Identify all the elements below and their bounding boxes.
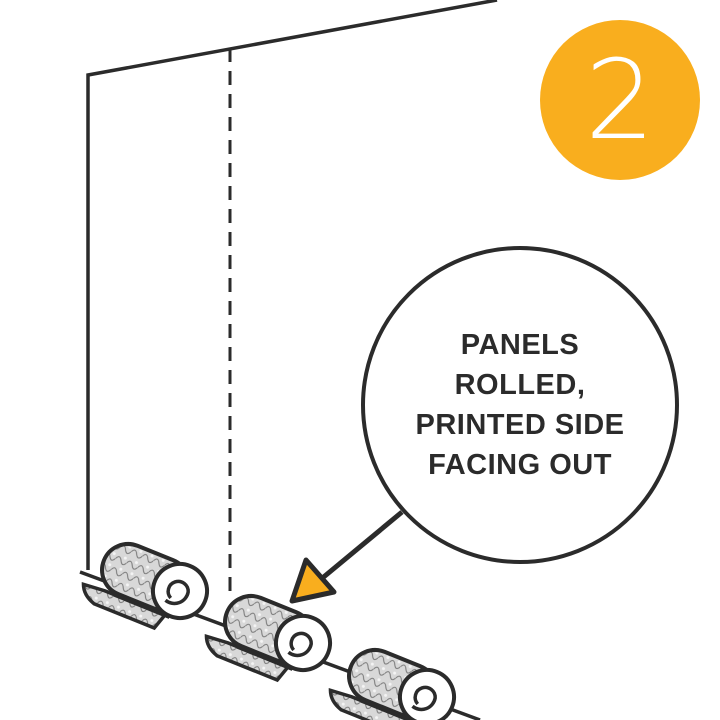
callout-bubble xyxy=(361,246,679,564)
callout-line: PRINTED SIDE xyxy=(415,409,625,441)
step-number: 2 xyxy=(585,36,655,164)
rolled-panel xyxy=(323,635,465,720)
rolled-panel xyxy=(76,529,218,644)
arrow-head-icon xyxy=(289,557,337,604)
step-badge xyxy=(540,20,700,180)
callout-text: PANELS ROLLED, PRINTED SIDE FACING OUT xyxy=(380,325,660,485)
callout-line: FACING OUT xyxy=(428,449,612,481)
callout-line: PANELS xyxy=(460,329,580,361)
callout-arrow-line xyxy=(318,510,404,582)
callout-line: ROLLED, xyxy=(454,369,586,401)
rolled-panel xyxy=(199,581,341,696)
